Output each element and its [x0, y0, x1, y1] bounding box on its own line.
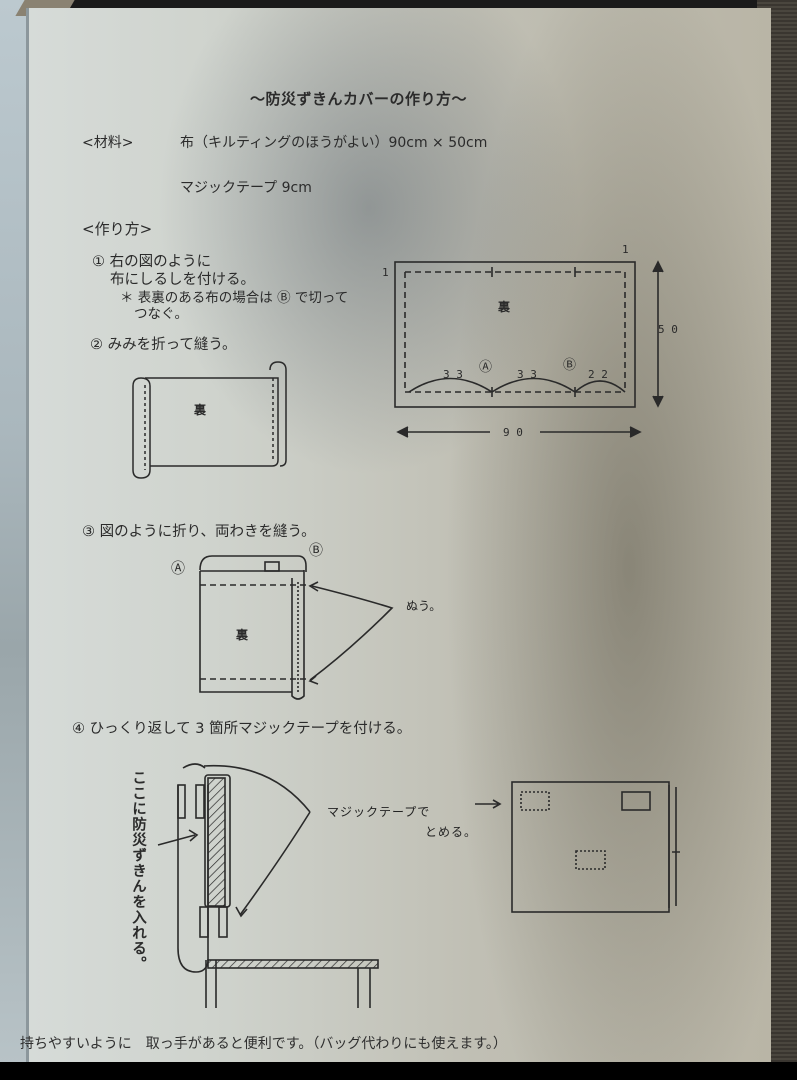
velcro-annotation-line-2: とめる。 — [425, 825, 478, 839]
step-3-text: ③ 図のように折り、両わきを縫う。 — [82, 524, 316, 540]
page-title: 〜防災ずきんカバーの作り方〜 — [250, 90, 468, 108]
segment-1-label: 3 3 — [443, 368, 463, 381]
step2-back-label: 裏 — [194, 403, 207, 417]
back-side-label: 裏 — [498, 300, 511, 314]
mark-a-label: Ⓐ — [479, 360, 493, 375]
segment-2-label: 3 3 — [517, 368, 537, 381]
step-4-text: ④ ひっくり返して 3 箇所マジックテープを付ける。 — [72, 721, 412, 737]
method-heading: <作り方> — [82, 220, 153, 238]
step-1-line-1: ① 右の図のように — [92, 254, 212, 270]
step-2-text: ② みみを折って縫う。 — [90, 337, 237, 353]
mark-b-label: Ⓑ — [563, 358, 577, 373]
height-label: 5 0 — [658, 323, 678, 336]
step3-mark-a: Ⓐ — [171, 561, 185, 577]
step3-back-label: 裏 — [236, 628, 249, 642]
step-1-note-2: つなぐ。 — [134, 306, 188, 322]
material-item-fabric: 布（キルティングのほうがよい）90cm × 50cm — [180, 135, 488, 151]
footer-note: 持ちやすいように 取っ手があると便利です。（バッグ代わりにも使えます。） — [20, 1036, 507, 1052]
step-1-line-2: 布にしるしを付ける。 — [110, 272, 255, 288]
bottom-black-bar — [0, 1062, 797, 1080]
document-page — [26, 8, 771, 1062]
width-label: 9 0 — [503, 426, 523, 439]
insert-hood-note: ここに防災ずきんを入れる。 — [130, 770, 146, 972]
margin-left-label: 1 — [382, 266, 389, 279]
sew-annotation: ぬう。 — [406, 599, 442, 613]
segment-3-label: 2 2 — [588, 368, 608, 381]
step-1-note-1: ＊ 表裏のある布の場合は Ⓑ で切って — [120, 290, 349, 306]
materials-heading: <材料> — [82, 135, 134, 151]
step3-mark-b: Ⓑ — [309, 543, 323, 559]
margin-top-label: 1 — [622, 243, 629, 256]
material-item-velcro: マジックテープ 9cm — [180, 180, 312, 196]
velcro-annotation-line-1: マジックテープで — [327, 805, 431, 819]
